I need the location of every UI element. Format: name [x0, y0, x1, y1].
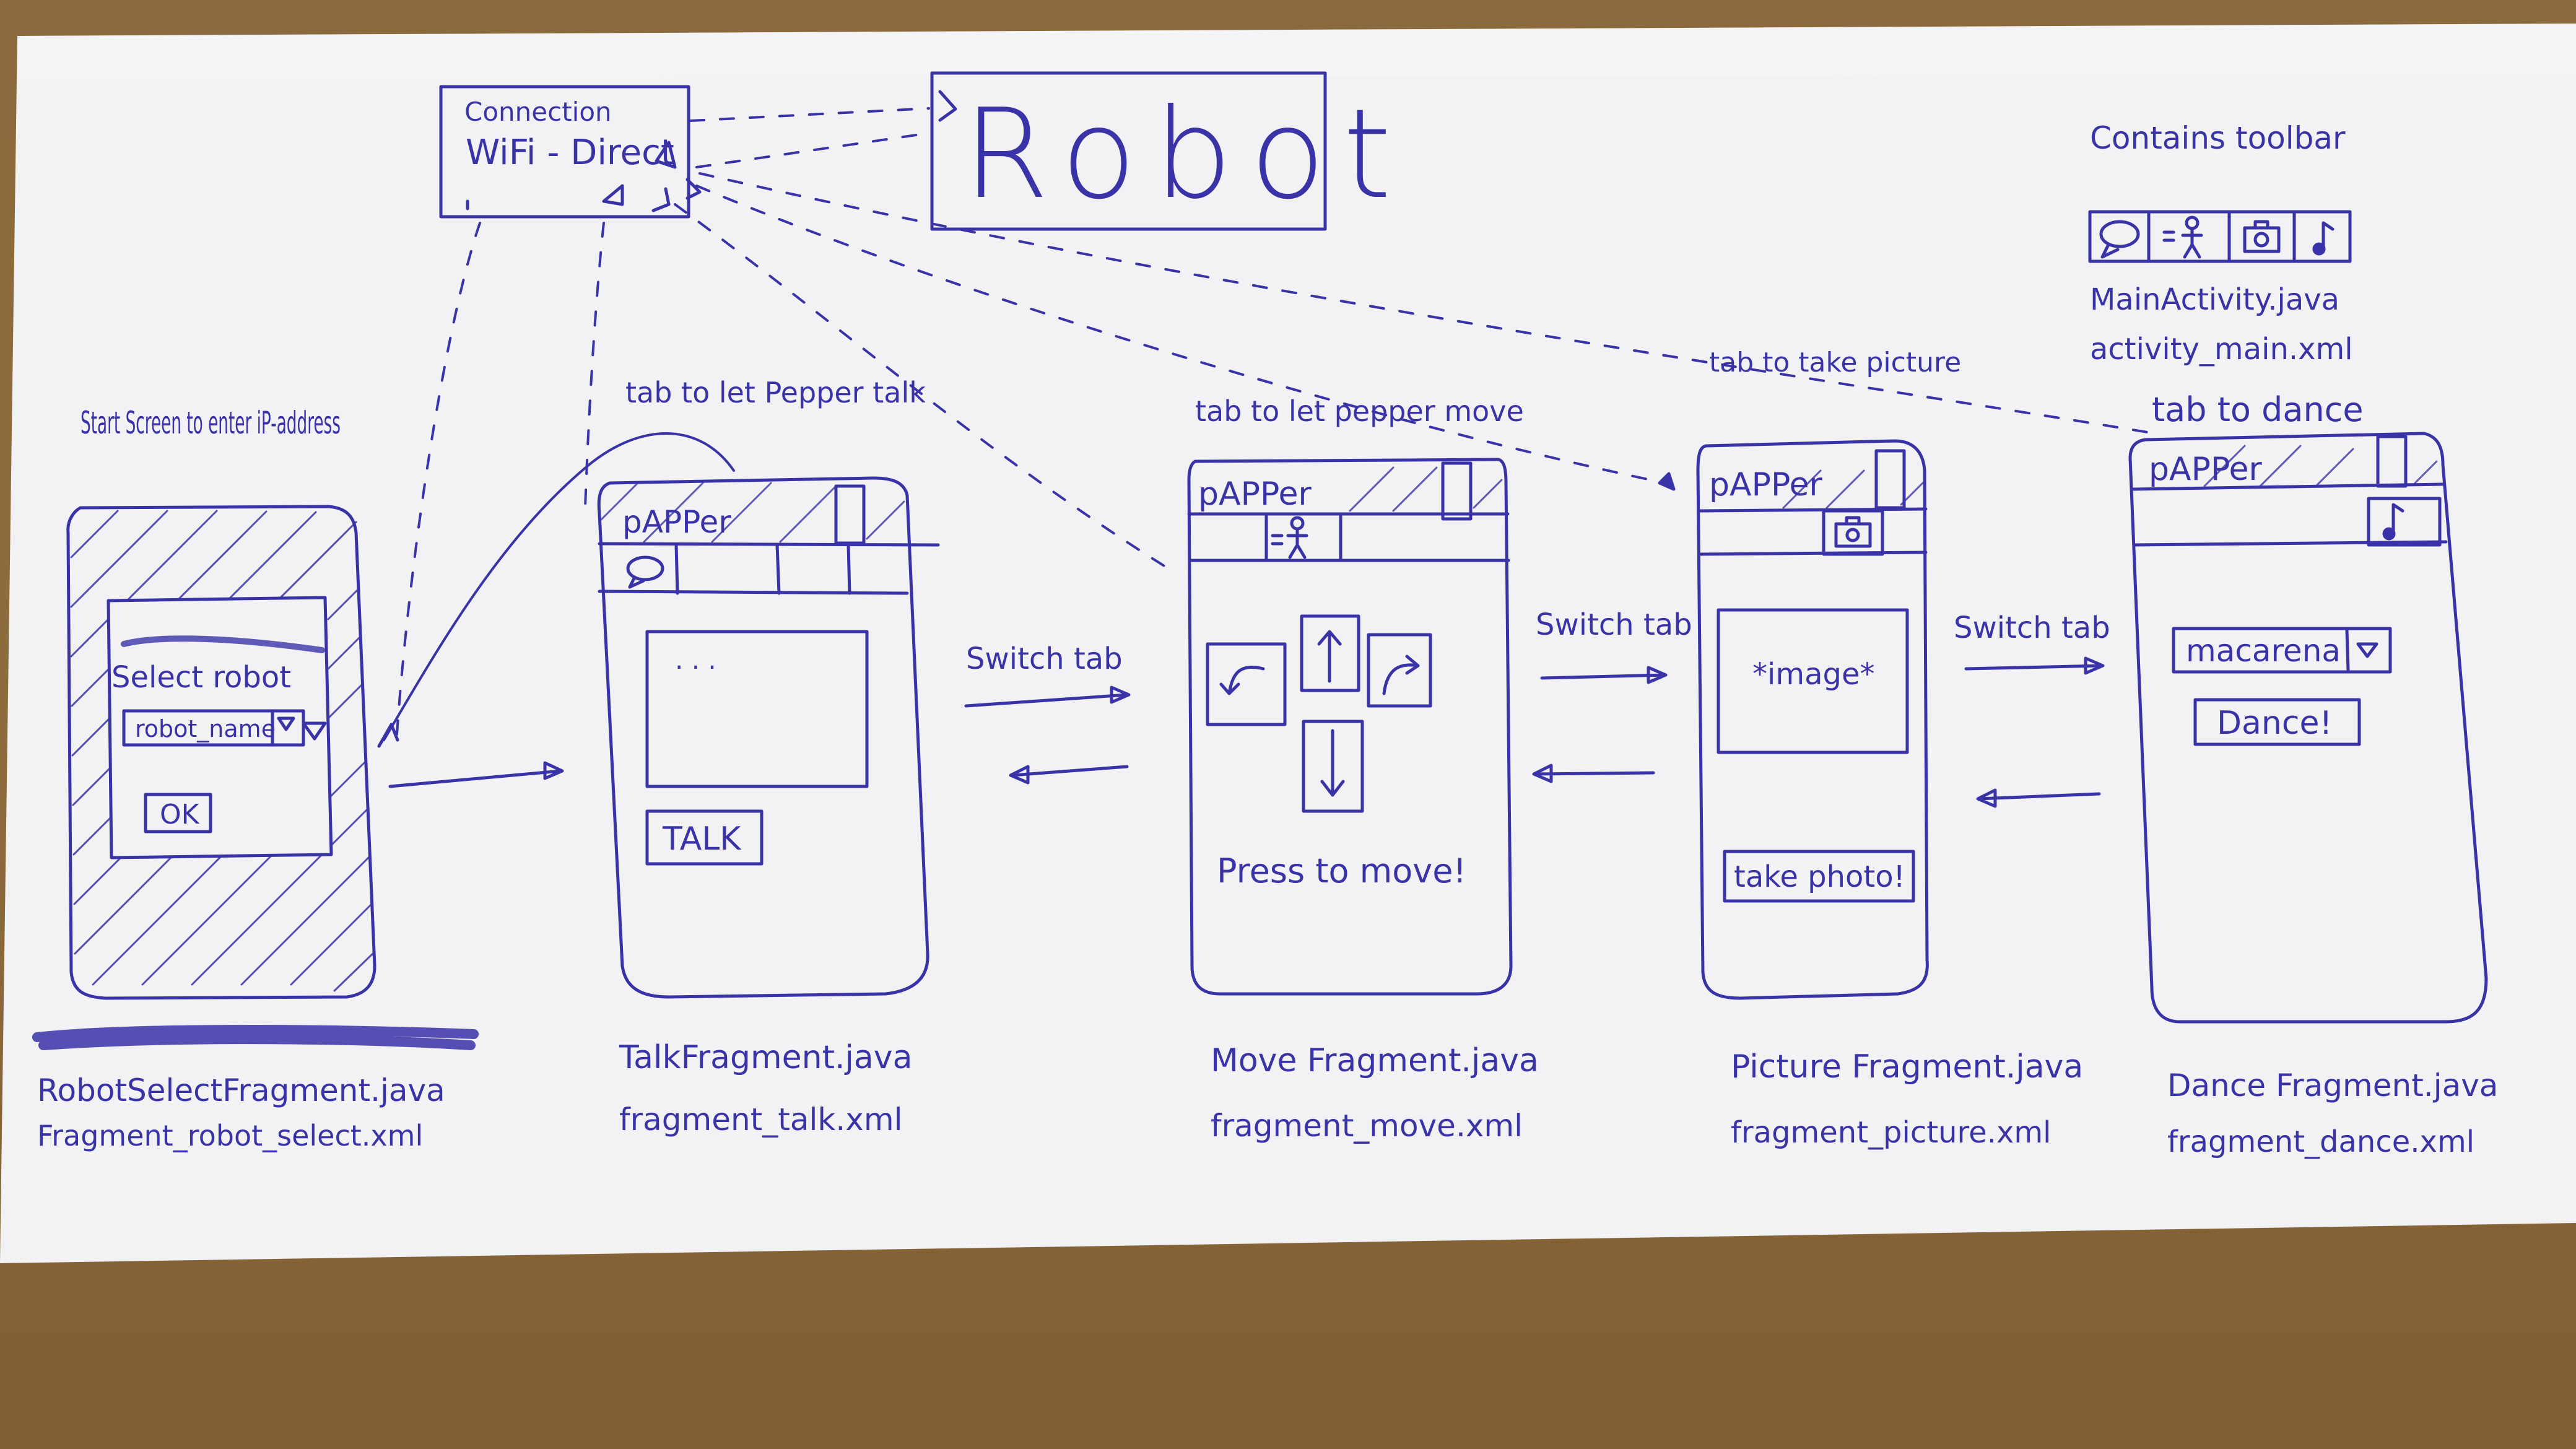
toolbar-note: Contains toolbar — [2090, 120, 2346, 156]
ok-button-label: OK — [160, 799, 200, 830]
dance-screen — [2128, 432, 2488, 1024]
navigation-arrows — [388, 656, 2105, 808]
dance-xml: fragment_dance.xml — [2167, 1125, 2474, 1159]
talk-java: TalkFragment.java — [619, 1039, 912, 1076]
picture-screen — [1658, 439, 1929, 1000]
image-placeholder-text: *image* — [1752, 657, 1875, 692]
picture-app-title: pAPPer — [1709, 466, 1822, 503]
robot-label: Robot — [963, 82, 1409, 227]
dance-dropdown-value: macarena — [2186, 633, 2341, 669]
ok-button[interactable] — [144, 793, 212, 833]
paper-sheet — [0, 24, 2576, 1263]
music-note-icon — [2312, 221, 2334, 256]
music-note-icon — [2382, 503, 2404, 541]
talk-caption: tab to let Pepper talk — [625, 376, 926, 409]
robot-select-xml: Fragment_robot_select.xml — [37, 1119, 423, 1152]
speech-icon — [2099, 220, 2140, 259]
talk-app-title: pAPPer — [622, 504, 731, 540]
picture-caption: tab to take picture — [1709, 347, 1961, 378]
move-backward-button[interactable] — [1302, 720, 1364, 813]
talk-xml: fragment_talk.xml — [619, 1102, 902, 1138]
dance-button[interactable] — [2193, 698, 2361, 746]
move-app-title: pAPPer — [1198, 476, 1312, 513]
move-forward-button[interactable] — [1300, 614, 1360, 692]
toolbar-sketch — [2088, 210, 2352, 263]
move-left-button[interactable] — [1206, 642, 1287, 726]
camera-icon — [2243, 220, 2281, 253]
move-xml: fragment_move.xml — [1211, 1108, 1523, 1144]
talk-button-label: TALK — [662, 820, 742, 858]
camera-icon — [1834, 516, 1872, 548]
move-screen — [1187, 458, 1513, 996]
talk-input-text: . . . — [675, 645, 716, 675]
connection-label: Connection — [464, 97, 612, 127]
start-screen-caption: Start Screen to enter iP-address — [80, 405, 341, 441]
dance-java: Dance Fragment.java — [2167, 1068, 2498, 1103]
move-caption: tab to let pepper move — [1195, 394, 1524, 428]
take-photo-button[interactable] — [1723, 850, 1915, 903]
move-right-button[interactable] — [1367, 633, 1432, 708]
take-photo-label: take photo! — [1734, 859, 1905, 894]
connection-box — [439, 85, 702, 219]
dance-caption: tab to dance — [2152, 390, 2364, 429]
walking-person-icon — [1271, 516, 1308, 559]
connection-lines — [395, 107, 2156, 744]
select-robot-label: Select robot — [111, 660, 291, 695]
robot-box — [930, 71, 1327, 231]
dance-dropdown[interactable] — [2172, 627, 2392, 674]
wifi-direct-label: WiFi - Direct — [466, 133, 674, 173]
switch-tab-label-2: Switch tab — [1536, 607, 1692, 642]
main-activity-java: MainActivity.java — [2090, 282, 2339, 317]
dance-button-label: Dance! — [2217, 705, 2332, 742]
switch-tab-label-3: Switch tab — [1954, 611, 2110, 645]
speech-icon — [626, 555, 664, 589]
press-to-move-text: Press to move! — [1217, 851, 1466, 890]
dance-app-title: pAPPer — [2149, 451, 2262, 488]
robot-select-screen — [66, 505, 376, 1000]
switch-tab-label-1: Switch tab — [966, 642, 1123, 676]
move-java: Move Fragment.java — [1211, 1042, 1539, 1079]
talk-button[interactable] — [645, 809, 764, 866]
walking-person-icon — [2162, 215, 2203, 259]
image-placeholder — [1717, 608, 1909, 754]
robot-dropdown-value: robot_name — [135, 715, 276, 742]
talk-text-input[interactable] — [645, 630, 869, 788]
main-activity-xml: activity_main.xml — [2090, 332, 2353, 367]
picture-java: Picture Fragment.java — [1731, 1048, 2083, 1086]
robot-select-dropdown[interactable] — [122, 709, 305, 747]
talk-screen — [377, 432, 940, 999]
picture-xml: fragment_picture.xml — [1731, 1115, 2051, 1150]
robot-select-java: RobotSelectFragment.java — [37, 1073, 445, 1108]
